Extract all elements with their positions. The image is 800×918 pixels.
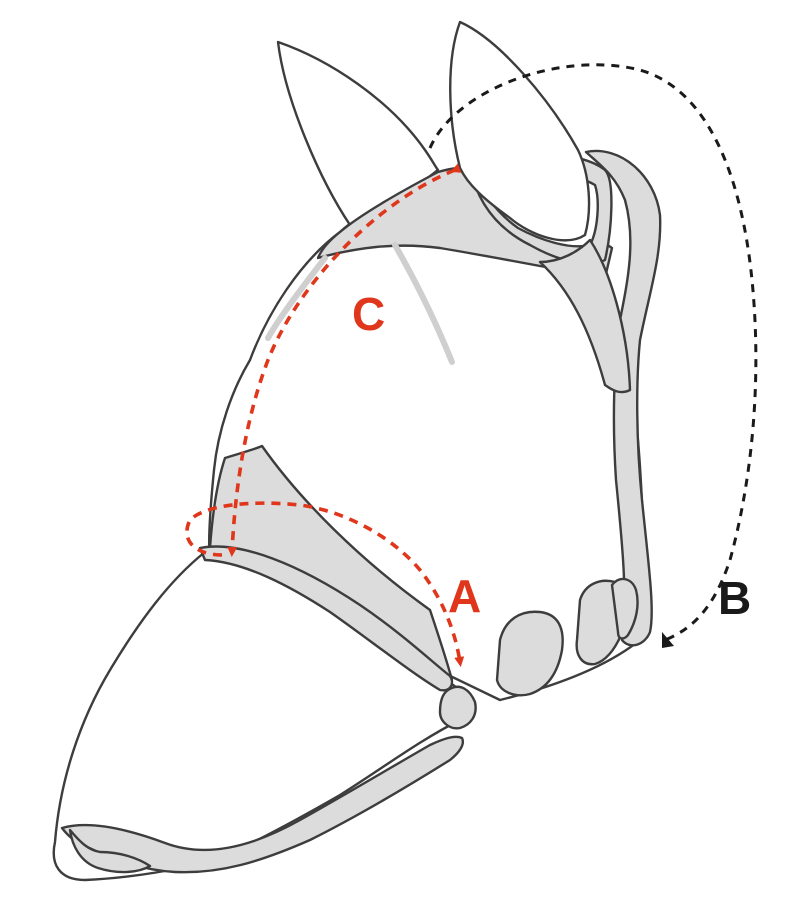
- nose-cover: [52, 545, 468, 882]
- right-ear: [449, 20, 591, 242]
- fleece-trim: [584, 149, 662, 647]
- label-a: A: [448, 570, 481, 622]
- muzzle-cap: [438, 685, 477, 730]
- measurement-b: [428, 63, 758, 648]
- eye-band: [538, 238, 632, 394]
- label-c: C: [352, 288, 385, 340]
- label-b: B: [718, 572, 751, 624]
- measurement-a: [185, 501, 465, 667]
- measurement-c: [227, 163, 462, 557]
- cheek-tabs: [495, 577, 639, 697]
